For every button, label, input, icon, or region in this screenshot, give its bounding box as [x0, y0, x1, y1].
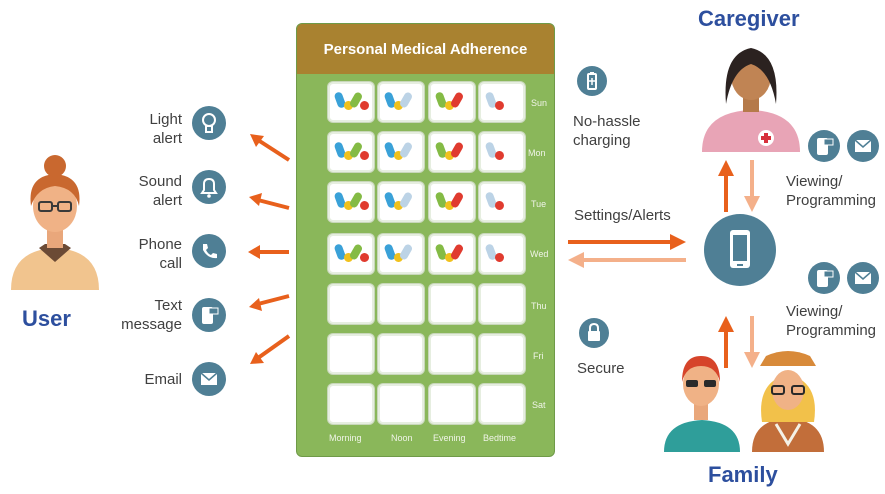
pill-compartment — [328, 334, 374, 374]
pill-compartment — [479, 384, 525, 424]
time-label: Bedtime — [483, 433, 517, 443]
pill-compartment — [429, 132, 475, 172]
pill — [449, 141, 465, 159]
settings-alerts-label: Settings/Alerts — [574, 207, 671, 224]
pill-compartment — [328, 384, 374, 424]
user-avatar — [11, 155, 99, 290]
lightbulb-icon — [192, 106, 226, 140]
pill — [398, 243, 414, 261]
pill-compartment — [328, 82, 374, 122]
phone-icon — [192, 234, 226, 268]
pill-compartment — [378, 132, 424, 172]
caregiver-title: Caregiver — [698, 6, 800, 31]
bell-icon — [192, 170, 226, 204]
pill — [358, 251, 371, 264]
time-label: Noon — [391, 433, 413, 443]
pill-compartment — [328, 284, 374, 324]
pill-compartment — [429, 234, 475, 274]
pill-compartment — [479, 182, 525, 222]
user-title: User — [22, 306, 71, 331]
day-label: Thu — [531, 301, 547, 311]
secure-label: Secure — [577, 360, 625, 377]
envelope-icon — [847, 130, 879, 162]
pill-compartment — [378, 234, 424, 274]
settings-arrows — [568, 234, 686, 268]
sms-phone-icon — [808, 130, 840, 162]
pill-compartment — [479, 334, 525, 374]
pill-compartment — [378, 82, 424, 122]
day-label: Wed — [530, 249, 549, 259]
pill — [398, 141, 414, 159]
pill-compartment — [429, 384, 475, 424]
family-title: Family — [708, 462, 778, 487]
caregiver-avatar — [702, 48, 800, 152]
envelope-icon — [192, 362, 226, 396]
sms-phone-icon — [808, 262, 840, 294]
sms-phone-icon — [192, 298, 226, 332]
pill-compartment — [378, 284, 424, 324]
pill — [449, 191, 465, 209]
pill — [398, 91, 414, 109]
family-avatars — [664, 351, 824, 452]
pill-compartment — [429, 284, 475, 324]
pill — [398, 191, 414, 209]
pill-compartment — [429, 334, 475, 374]
pill — [494, 150, 505, 161]
pill — [449, 243, 465, 261]
pill — [358, 149, 371, 162]
family-arrows — [718, 316, 760, 368]
family-viewing-label: Viewing/Programming — [786, 303, 877, 339]
pill-compartment — [429, 182, 475, 222]
day-label: Sat — [532, 400, 546, 410]
pill-compartment — [378, 384, 424, 424]
pill — [358, 199, 371, 212]
pill-compartment — [429, 82, 475, 122]
day-label: Mon — [528, 148, 546, 158]
lock-icon — [579, 318, 609, 348]
pill-compartment — [378, 334, 424, 374]
pill-compartment — [479, 284, 525, 324]
pill-compartment — [328, 234, 374, 274]
email-label: Email — [144, 371, 182, 388]
pill-compartment — [328, 182, 374, 222]
pill-compartment — [378, 182, 424, 222]
alert-arrows — [248, 134, 291, 364]
smartphone-icon — [704, 214, 776, 286]
pill — [449, 91, 465, 109]
day-label: Fri — [533, 351, 544, 361]
battery-icon — [577, 66, 607, 96]
day-label: Tue — [531, 199, 547, 209]
pill-box-title: Personal Medical Adherence — [297, 24, 554, 74]
pill-compartment — [479, 132, 525, 172]
pill-compartment — [328, 132, 374, 172]
pill-compartment — [479, 82, 525, 122]
pill — [494, 252, 505, 263]
caregiver-arrows — [718, 160, 760, 212]
pill — [494, 200, 505, 211]
pill-compartment — [479, 234, 525, 274]
pill — [358, 99, 371, 112]
caregiver-viewing-label: Viewing/Programming — [786, 173, 877, 209]
time-label: Evening — [433, 433, 466, 443]
pill-box: Personal Medical Adherence Sun Mon Tue W… — [296, 23, 555, 457]
pill — [494, 100, 505, 111]
time-label: Morning — [329, 433, 362, 443]
envelope-icon — [847, 262, 879, 294]
day-label: Sun — [531, 98, 548, 108]
